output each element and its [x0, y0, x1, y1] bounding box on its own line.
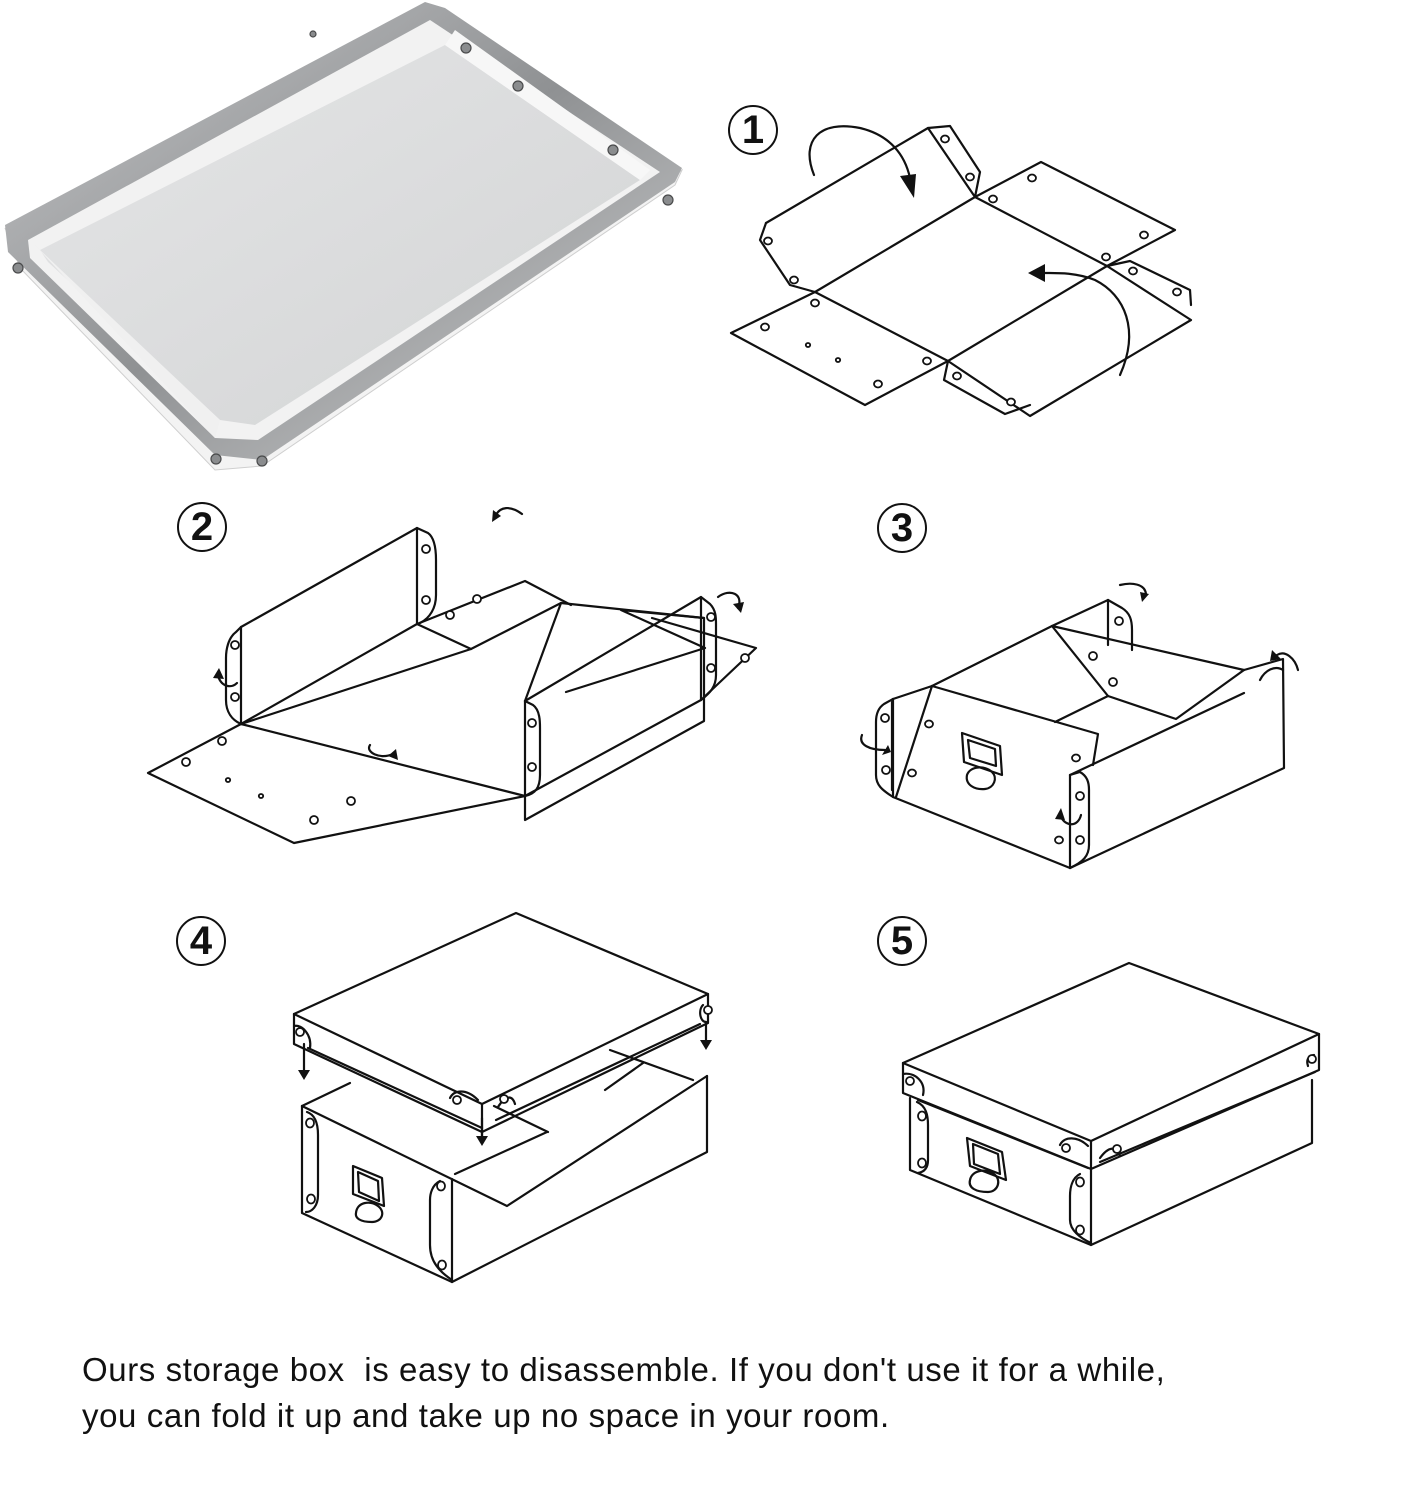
step-3-diagram	[840, 490, 1320, 880]
label-holder-handle-icon	[960, 731, 1004, 791]
caption-line-1: Ours storage box is easy to disassemble.…	[82, 1351, 1166, 1388]
caption-text: Ours storage box is easy to disassemble.…	[82, 1347, 1382, 1439]
step-2-badge: 2	[177, 502, 227, 552]
step-5-diagram	[860, 900, 1340, 1260]
step-4-badge: 4	[176, 916, 226, 966]
step-4-diagram	[160, 900, 740, 1300]
step-1-diagram	[700, 80, 1380, 420]
step-3-badge: 3	[877, 503, 927, 553]
step-1-badge: 1	[728, 105, 778, 155]
tray-photo	[0, 0, 700, 480]
label-holder-handle-icon	[965, 1136, 1008, 1194]
label-holder-handle-icon	[351, 1164, 386, 1224]
step-5-badge: 5	[877, 916, 927, 966]
step-2-diagram	[140, 490, 780, 850]
caption-line-2: you can fold it up and take up no space …	[82, 1397, 890, 1434]
